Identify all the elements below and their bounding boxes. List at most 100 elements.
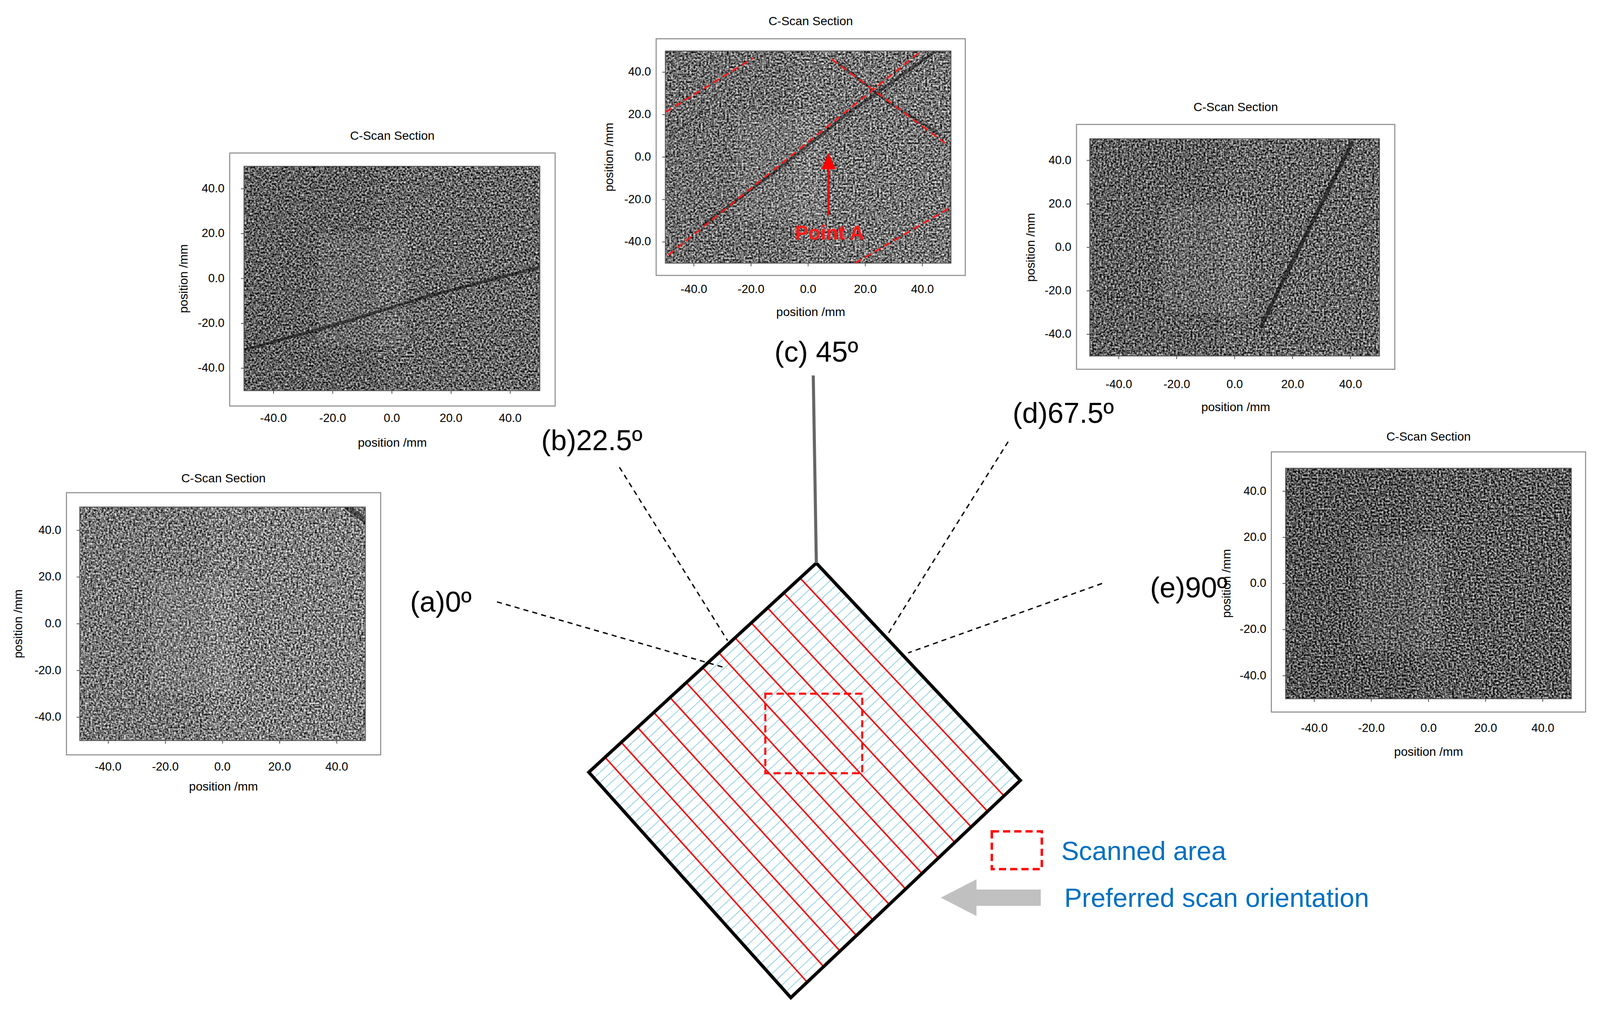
tick-label: 20.0 (1281, 377, 1305, 392)
axis-label: position /mm (11, 589, 26, 659)
tick-label: -40.0 (260, 411, 288, 426)
tick-label: 20.0 (1243, 531, 1267, 545)
tick-label: -40.0 (680, 283, 708, 297)
cscan-image (1285, 468, 1572, 700)
axis-label: position /mm (776, 305, 846, 320)
tick-label: -20.0 (1239, 623, 1267, 637)
tick-label: -20.0 (1358, 721, 1386, 736)
fibre-line (684, 666, 914, 880)
tick-label: 0.0 (1420, 721, 1437, 736)
tick-mark (273, 390, 274, 394)
plot-axes (244, 166, 540, 391)
axis-label: position /mm (176, 244, 191, 314)
tick-label: 40.0 (1531, 721, 1555, 736)
axis-label: position /mm (1201, 400, 1271, 415)
fibre-line (686, 682, 890, 905)
tick-mark (1282, 675, 1286, 677)
fibre-line (637, 727, 840, 952)
tick-mark (76, 576, 80, 578)
tick-label: 20.0 (854, 283, 878, 297)
tick-mark (76, 530, 80, 532)
fibre-line (653, 712, 857, 936)
fibre-line (621, 742, 824, 967)
dashed-marker (668, 50, 934, 255)
angle-label: (c) 45º (774, 335, 859, 369)
plot-frame (1076, 124, 1395, 370)
cscan-shading (1285, 468, 1443, 700)
tick-label: 0.0 (1226, 377, 1244, 392)
plot-title: C-Scan Section (1193, 100, 1279, 115)
tick-mark (1485, 699, 1487, 703)
tick-mark (662, 156, 666, 158)
tick-mark (1086, 290, 1090, 292)
legend-text: Preferred scan orientation (1064, 882, 1370, 914)
tick-mark (807, 263, 809, 267)
fibre-line (735, 637, 939, 858)
tick-mark (1086, 203, 1090, 205)
tick-label: 40.0 (628, 65, 652, 80)
dashed-marker (831, 59, 945, 143)
plot-axes (1089, 138, 1380, 357)
cscan-shading (665, 50, 941, 264)
plot-title: C-Scan Section (1386, 429, 1472, 444)
tick-label: 0.0 (383, 411, 401, 426)
tick-label: 40.0 (201, 181, 225, 196)
cscan-image (244, 166, 540, 391)
fibre-line (767, 607, 972, 828)
tick-mark (662, 71, 666, 73)
cscan-shading (1089, 138, 1380, 357)
tick-mark (76, 623, 80, 625)
plot-title: C-Scan Section (349, 128, 435, 143)
tick-mark (1542, 699, 1544, 703)
tick-mark (864, 263, 866, 267)
tick-mark (1086, 247, 1090, 248)
tick-mark (1370, 699, 1372, 703)
legend-sample (974, 889, 1041, 907)
plot-axes (79, 507, 366, 741)
tick-mark (107, 740, 109, 744)
cscan-image (665, 50, 951, 264)
tick-label: -40.0 (197, 361, 225, 376)
tick-label: 40.0 (38, 523, 62, 538)
fibre-line (800, 577, 1005, 796)
tick-label: 20.0 (1474, 721, 1498, 736)
tick-label: 0.0 (634, 150, 652, 164)
tick-mark (76, 670, 80, 672)
tick-mark (391, 390, 393, 394)
tick-mark (1292, 356, 1294, 360)
plot-title: C-Scan Section (768, 14, 854, 29)
damage-trace (665, 112, 704, 138)
tick-mark (240, 367, 245, 369)
axis-label: position /mm (357, 435, 427, 450)
tick-label: 0.0 (44, 617, 62, 631)
tick-label: -20.0 (624, 192, 652, 207)
tick-label: 40.0 (910, 283, 934, 297)
plot-frame (229, 152, 556, 406)
leader-line (619, 467, 728, 641)
plot-axes (1285, 468, 1572, 700)
tick-mark (1282, 629, 1286, 631)
tick-label: -20.0 (319, 411, 347, 426)
tick-mark (1282, 491, 1286, 492)
tick-mark (750, 263, 752, 267)
tick-label: 40.0 (1339, 377, 1363, 392)
tick-label: -40.0 (34, 710, 62, 725)
legend-sample (940, 879, 977, 917)
tick-label: 20.0 (201, 227, 225, 241)
damage-trace (1261, 142, 1353, 327)
axis-label: position /mm (1394, 745, 1464, 759)
tick-mark (509, 390, 511, 394)
tick-label: -20.0 (34, 663, 62, 678)
tick-label: -40.0 (1105, 377, 1133, 392)
plot-frame (1271, 451, 1586, 713)
tick-label: -20.0 (1044, 283, 1072, 298)
fibre-line (719, 653, 923, 875)
tick-mark (336, 740, 338, 744)
tick-mark (1349, 356, 1351, 360)
tick-label: 40.0 (325, 760, 349, 775)
axis-label: position /mm (188, 779, 258, 794)
angle-label: (e)90º (1150, 571, 1228, 605)
tick-mark (450, 390, 452, 394)
tick-mark (1086, 333, 1090, 335)
plot-frame (66, 492, 381, 756)
